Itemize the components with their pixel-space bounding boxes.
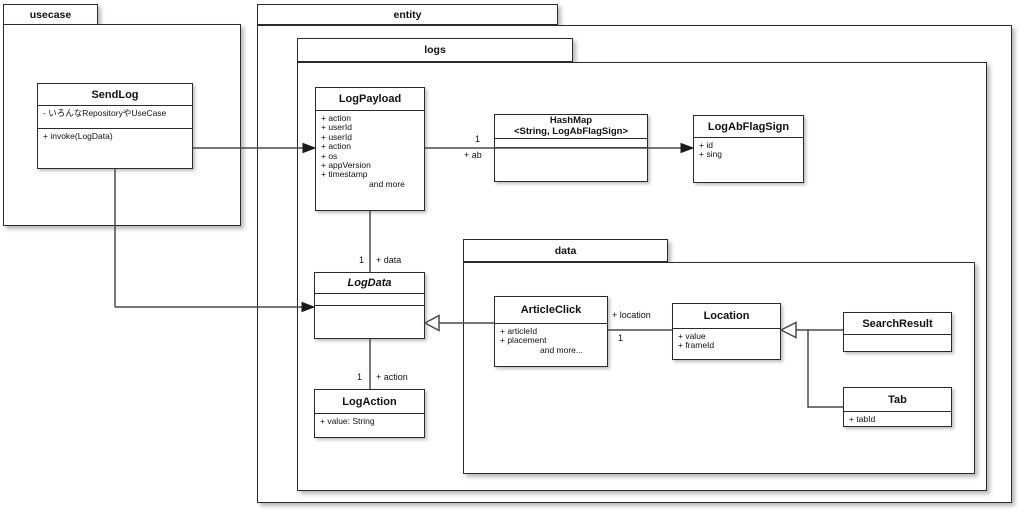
class-title: Tab xyxy=(888,393,907,406)
multiplicity-label-data: 1 xyxy=(358,255,364,265)
attributes-compartment: + action + userId + userId + action + os… xyxy=(316,110,424,210)
attributes-compartment: + value: String xyxy=(315,413,424,437)
attribute: + appVersion xyxy=(321,160,371,171)
role-label-data: + data xyxy=(376,255,402,265)
class-box-articleclick: ArticleClick + articleId + placement and… xyxy=(494,296,608,367)
class-title: SearchResult xyxy=(862,317,933,330)
attributes-compartment: + articleId + placement and more... xyxy=(495,323,607,366)
package-label-logs: logs xyxy=(424,44,446,56)
class-title: LogPayload xyxy=(338,93,402,105)
package-label-entity: entity xyxy=(393,8,422,21)
package-label-usecase: usecase xyxy=(29,8,72,21)
attribute: + placement xyxy=(500,335,547,346)
multiplicity-label-location: 1 xyxy=(618,333,624,343)
package-tab-logs: logs xyxy=(297,38,573,62)
package-tab-entity: entity xyxy=(257,4,558,25)
attribute: + userId xyxy=(321,122,352,133)
attribute-more: and more xyxy=(369,178,405,189)
methods-compartment xyxy=(315,305,424,338)
class-title: LogData xyxy=(315,273,424,293)
class-box-sendlog: SendLog - いろんなRepositoryやUseCase + invok… xyxy=(37,83,193,169)
attribute: - いろんなRepositoryやUseCase xyxy=(43,108,167,118)
class-title: ArticleClick xyxy=(520,304,582,316)
attribute: + tabId xyxy=(849,414,876,424)
class-title: Location xyxy=(703,310,750,322)
attributes-compartment: + value + frameId xyxy=(673,328,780,359)
role-label-ab: + ab xyxy=(464,150,482,160)
attribute: + os xyxy=(321,150,338,161)
role-label-action: + action xyxy=(376,372,408,382)
class-title-line2: <String, LogAbFlagSign> xyxy=(514,125,628,137)
class-box-logpayload: LogPayload + action + userId + userId + … xyxy=(315,87,425,211)
attributes-compartment xyxy=(844,334,951,351)
attributes-compartment: + tabId xyxy=(844,411,951,426)
attribute: + sing xyxy=(699,149,722,160)
package-label-data: data xyxy=(554,244,577,257)
class-box-hashmap: HashMap <String, LogAbFlagSign> xyxy=(494,114,648,182)
multiplicity-label-action: 1 xyxy=(356,372,362,382)
class-box-logabflagsign: LogAbFlagSign + id + sing xyxy=(693,115,804,183)
class-title: LogAction xyxy=(342,395,397,408)
multiplicity-label-ab: 1 xyxy=(474,134,480,144)
package-tab-usecase: usecase xyxy=(3,4,98,25)
attributes-compartment: - いろんなRepositoryやUseCase xyxy=(38,105,192,128)
class-box-tab: Tab + tabId xyxy=(843,387,952,427)
attribute: + frameId xyxy=(678,340,715,351)
attribute: + value: String xyxy=(320,416,375,426)
attributes-compartment: + id + sing xyxy=(694,137,803,182)
attribute: + timestamp xyxy=(321,169,368,180)
attribute: + action xyxy=(321,141,352,152)
method: + invoke(LogData) xyxy=(43,131,113,141)
attribute: + userId xyxy=(321,131,352,142)
methods-compartment xyxy=(495,147,647,181)
class-box-logaction: LogAction + value: String xyxy=(314,389,425,438)
attribute: + action xyxy=(321,113,352,123)
attribute-more: and more... xyxy=(540,344,583,355)
role-label-location: + location xyxy=(612,310,651,320)
attribute: + value xyxy=(678,331,706,341)
attributes-compartment xyxy=(315,293,424,305)
class-box-location: Location + value + frameId xyxy=(672,303,781,360)
abstract-class-title: LogData xyxy=(347,277,392,289)
class-box-searchresult: SearchResult xyxy=(843,312,952,352)
class-box-logdata: LogData xyxy=(314,272,425,339)
attribute: + id xyxy=(699,140,713,150)
package-body-data xyxy=(463,262,975,474)
class-title: LogAbFlagSign xyxy=(707,120,790,133)
class-title-line1: HashMap xyxy=(549,115,593,126)
class-title: HashMap <String, LogAbFlagSign> xyxy=(495,115,647,138)
methods-compartment: + invoke(LogData) xyxy=(38,128,192,168)
attribute: + articleId xyxy=(500,326,538,336)
package-tab-data: data xyxy=(463,239,668,262)
class-title: SendLog xyxy=(91,88,139,101)
attributes-compartment xyxy=(495,138,647,147)
